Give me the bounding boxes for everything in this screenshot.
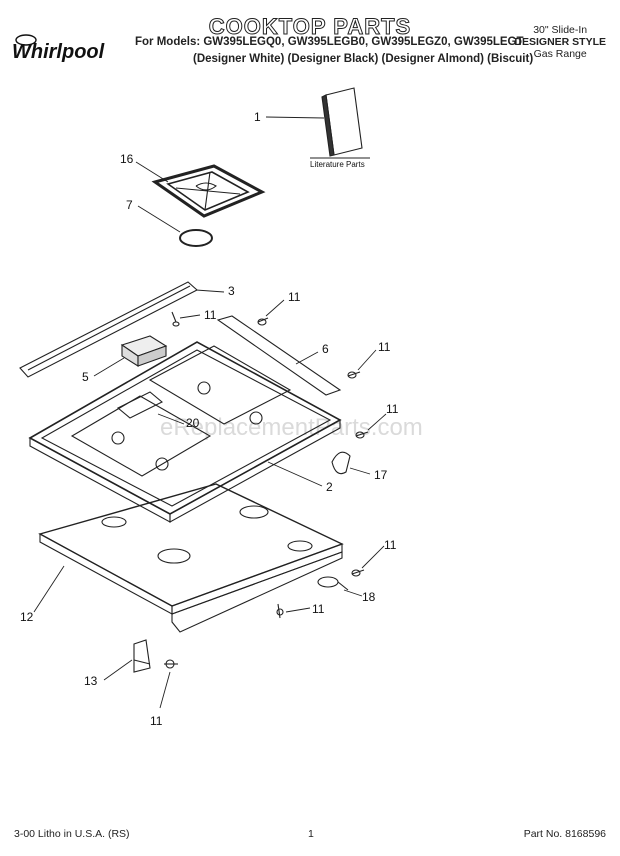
product-size: 30" Slide-In (533, 24, 588, 36)
screw-11-b (257, 317, 269, 326)
footer-print-info: 3-00 Litho in U.S.A. (RS) (14, 828, 130, 840)
callout-17: 17 (374, 468, 388, 482)
bracket-17 (331, 451, 351, 475)
burner-cap (179, 229, 213, 247)
colors-line: (Designer White) (Designer Black) (Desig… (193, 53, 534, 65)
callout-11-g: 11 (150, 714, 163, 728)
callout-11-f: 11 (312, 602, 325, 616)
watermark: eReplacementParts.com (160, 414, 423, 441)
footer-part-number: Part No. 8168596 (523, 828, 606, 840)
burner-grate (151, 164, 266, 218)
callout-6: 6 (322, 342, 329, 356)
valve-18 (317, 576, 349, 591)
svg-text:Whirlpool: Whirlpool (12, 41, 105, 63)
product-kind: Gas Range (533, 48, 587, 60)
literature-parts-label: Literature Parts (310, 160, 365, 169)
callout-1: 1 (254, 110, 261, 124)
screw-11-c (347, 371, 361, 379)
callout-11-a: 11 (204, 308, 217, 322)
screw-11-e (351, 569, 365, 577)
callout-2: 2 (326, 480, 333, 494)
callout-13: 13 (84, 674, 98, 688)
product-type: 30" Slide-In DESIGNER STYLE Gas Range (514, 24, 606, 60)
callout-12: 12 (20, 610, 34, 624)
callout-3: 3 (228, 284, 235, 298)
bracket-13 (133, 639, 151, 673)
cooktop-frame (28, 341, 342, 523)
literature-booklet (310, 87, 370, 159)
callout-11-e: 11 (384, 538, 397, 552)
side-rail (216, 315, 342, 396)
callout-11-c: 11 (378, 340, 391, 354)
callout-7: 7 (126, 198, 133, 212)
callout-11-b: 11 (288, 290, 301, 304)
callout-16: 16 (120, 152, 134, 166)
callout-18: 18 (362, 590, 376, 604)
callout-20: 20 (186, 416, 200, 430)
whirlpool-logo: Whirlpool (12, 34, 105, 63)
footer-page-number: 1 (308, 828, 314, 840)
screw-11-a (171, 311, 180, 327)
screw-11-d (355, 431, 369, 439)
screw-11-g (164, 659, 178, 669)
product-style: DESIGNER STYLE (514, 36, 606, 48)
screw-11-f (276, 603, 284, 619)
page-title: COOKTOP PARTS (208, 14, 412, 40)
models-line: For Models: GW395LEGQ0, GW395LEGB0, GW39… (135, 36, 524, 48)
callout-5: 5 (82, 370, 89, 384)
callout-11-d: 11 (386, 402, 399, 416)
burner-base (38, 483, 344, 633)
